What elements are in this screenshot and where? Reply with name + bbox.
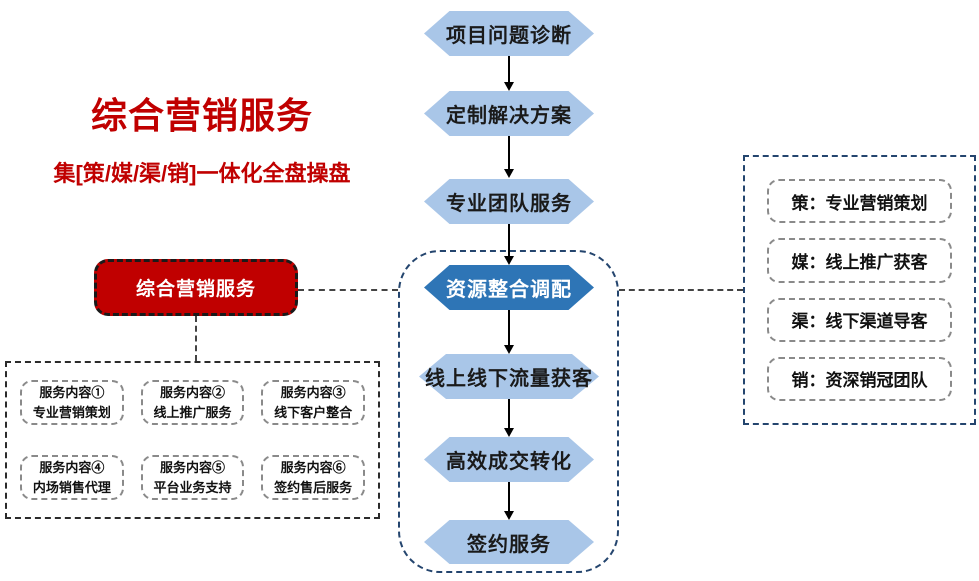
flow-step-label: 项目问题诊断	[446, 25, 572, 47]
service-item-1: 服务内容① 专业营销策划	[20, 380, 124, 425]
legend-item-channel: 渠：线下渠道导客	[767, 297, 952, 342]
service-item-desc: 线上推广服务	[153, 404, 232, 420]
legend-panel: 策：专业营销策划 媒：线上推广获客 渠：线下渠道导客 销：资深销冠团队	[743, 155, 976, 425]
hexagon-shape	[424, 265, 594, 310]
legend-item-strategy: 策：专业营销策划	[767, 179, 952, 224]
service-item-title: 服务内容④	[39, 460, 105, 475]
flow-step-label: 高效成交转化	[446, 451, 572, 473]
services-panel: 服务内容① 专业营销策划 服务内容② 线上推广服务 服务内容③ 线下客户整合 服…	[5, 361, 380, 519]
service-item-desc: 线下客户整合	[274, 404, 353, 420]
flow-step-diagnosis: 项目问题诊断	[424, 11, 594, 56]
service-item-title: 服务内容②	[159, 385, 225, 400]
service-item-title: 服务内容⑥	[280, 460, 346, 475]
hexagon-shape	[424, 11, 594, 56]
service-item-title: 服务内容①	[39, 385, 105, 400]
flow-step-label: 资源整合调配	[446, 279, 572, 301]
flow-arrow-3	[504, 224, 514, 265]
service-item-desc: 内场销售代理	[32, 479, 111, 495]
flow-step-solution: 定制解决方案	[424, 91, 594, 136]
hexagon-shape	[424, 437, 594, 482]
legend-item-media: 媒：线上推广获客	[767, 238, 952, 283]
flow-step-label: 签约服务	[467, 533, 551, 556]
flow-arrow-1	[504, 56, 514, 91]
flow-step-label: 线上线下流量获客	[425, 368, 593, 390]
connector-summary-to-flow	[298, 289, 398, 291]
service-item-5: 服务内容⑤ 平台业务支持	[140, 455, 245, 500]
flow-step-team: 专业团队服务	[424, 179, 594, 224]
summary-node-label: 综合营销服务	[135, 279, 256, 300]
hexagon-shape	[424, 179, 594, 224]
hexagon-shape	[424, 520, 594, 564]
flow-arrow-5	[504, 399, 514, 437]
flow-step-signing: 签约服务	[424, 520, 594, 564]
legend-item-sales: 销：资深销冠团队	[767, 356, 952, 401]
page-subtitle: 集[策/媒/渠/销]一体化全盘操盘	[53, 161, 351, 186]
flow-step-resources: 资源整合调配	[424, 265, 594, 310]
page-title: 综合营销服务	[90, 95, 313, 136]
service-item-title: 服务内容③	[280, 385, 346, 400]
service-item-4: 服务内容④ 内场销售代理	[20, 455, 124, 500]
service-item-title: 服务内容⑤	[159, 460, 225, 475]
connector-flow-to-legend	[619, 289, 743, 291]
service-item-6: 服务内容⑥ 签约售后服务	[261, 455, 365, 500]
connector-summary-to-services	[195, 316, 197, 361]
flow-arrow-4	[504, 310, 514, 354]
flow-step-conversion: 高效成交转化	[424, 437, 594, 482]
flow-arrow-6	[504, 482, 514, 520]
hexagon-shape	[419, 354, 599, 399]
service-item-desc: 专业营销策划	[32, 404, 111, 420]
service-item-3: 服务内容③ 线下客户整合	[261, 380, 365, 425]
service-item-2: 服务内容② 线上推广服务	[140, 380, 245, 425]
hexagon-shape	[424, 91, 594, 136]
flow-step-label: 专业团队服务	[446, 193, 572, 215]
service-item-desc: 平台业务支持	[153, 479, 232, 495]
flow-step-traffic: 线上线下流量获客	[419, 354, 599, 399]
flow-arrow-2	[504, 136, 514, 178]
flow-step-label: 定制解决方案	[446, 105, 572, 127]
service-item-desc: 签约售后服务	[274, 479, 353, 495]
summary-node: 综合营销服务	[94, 259, 298, 316]
